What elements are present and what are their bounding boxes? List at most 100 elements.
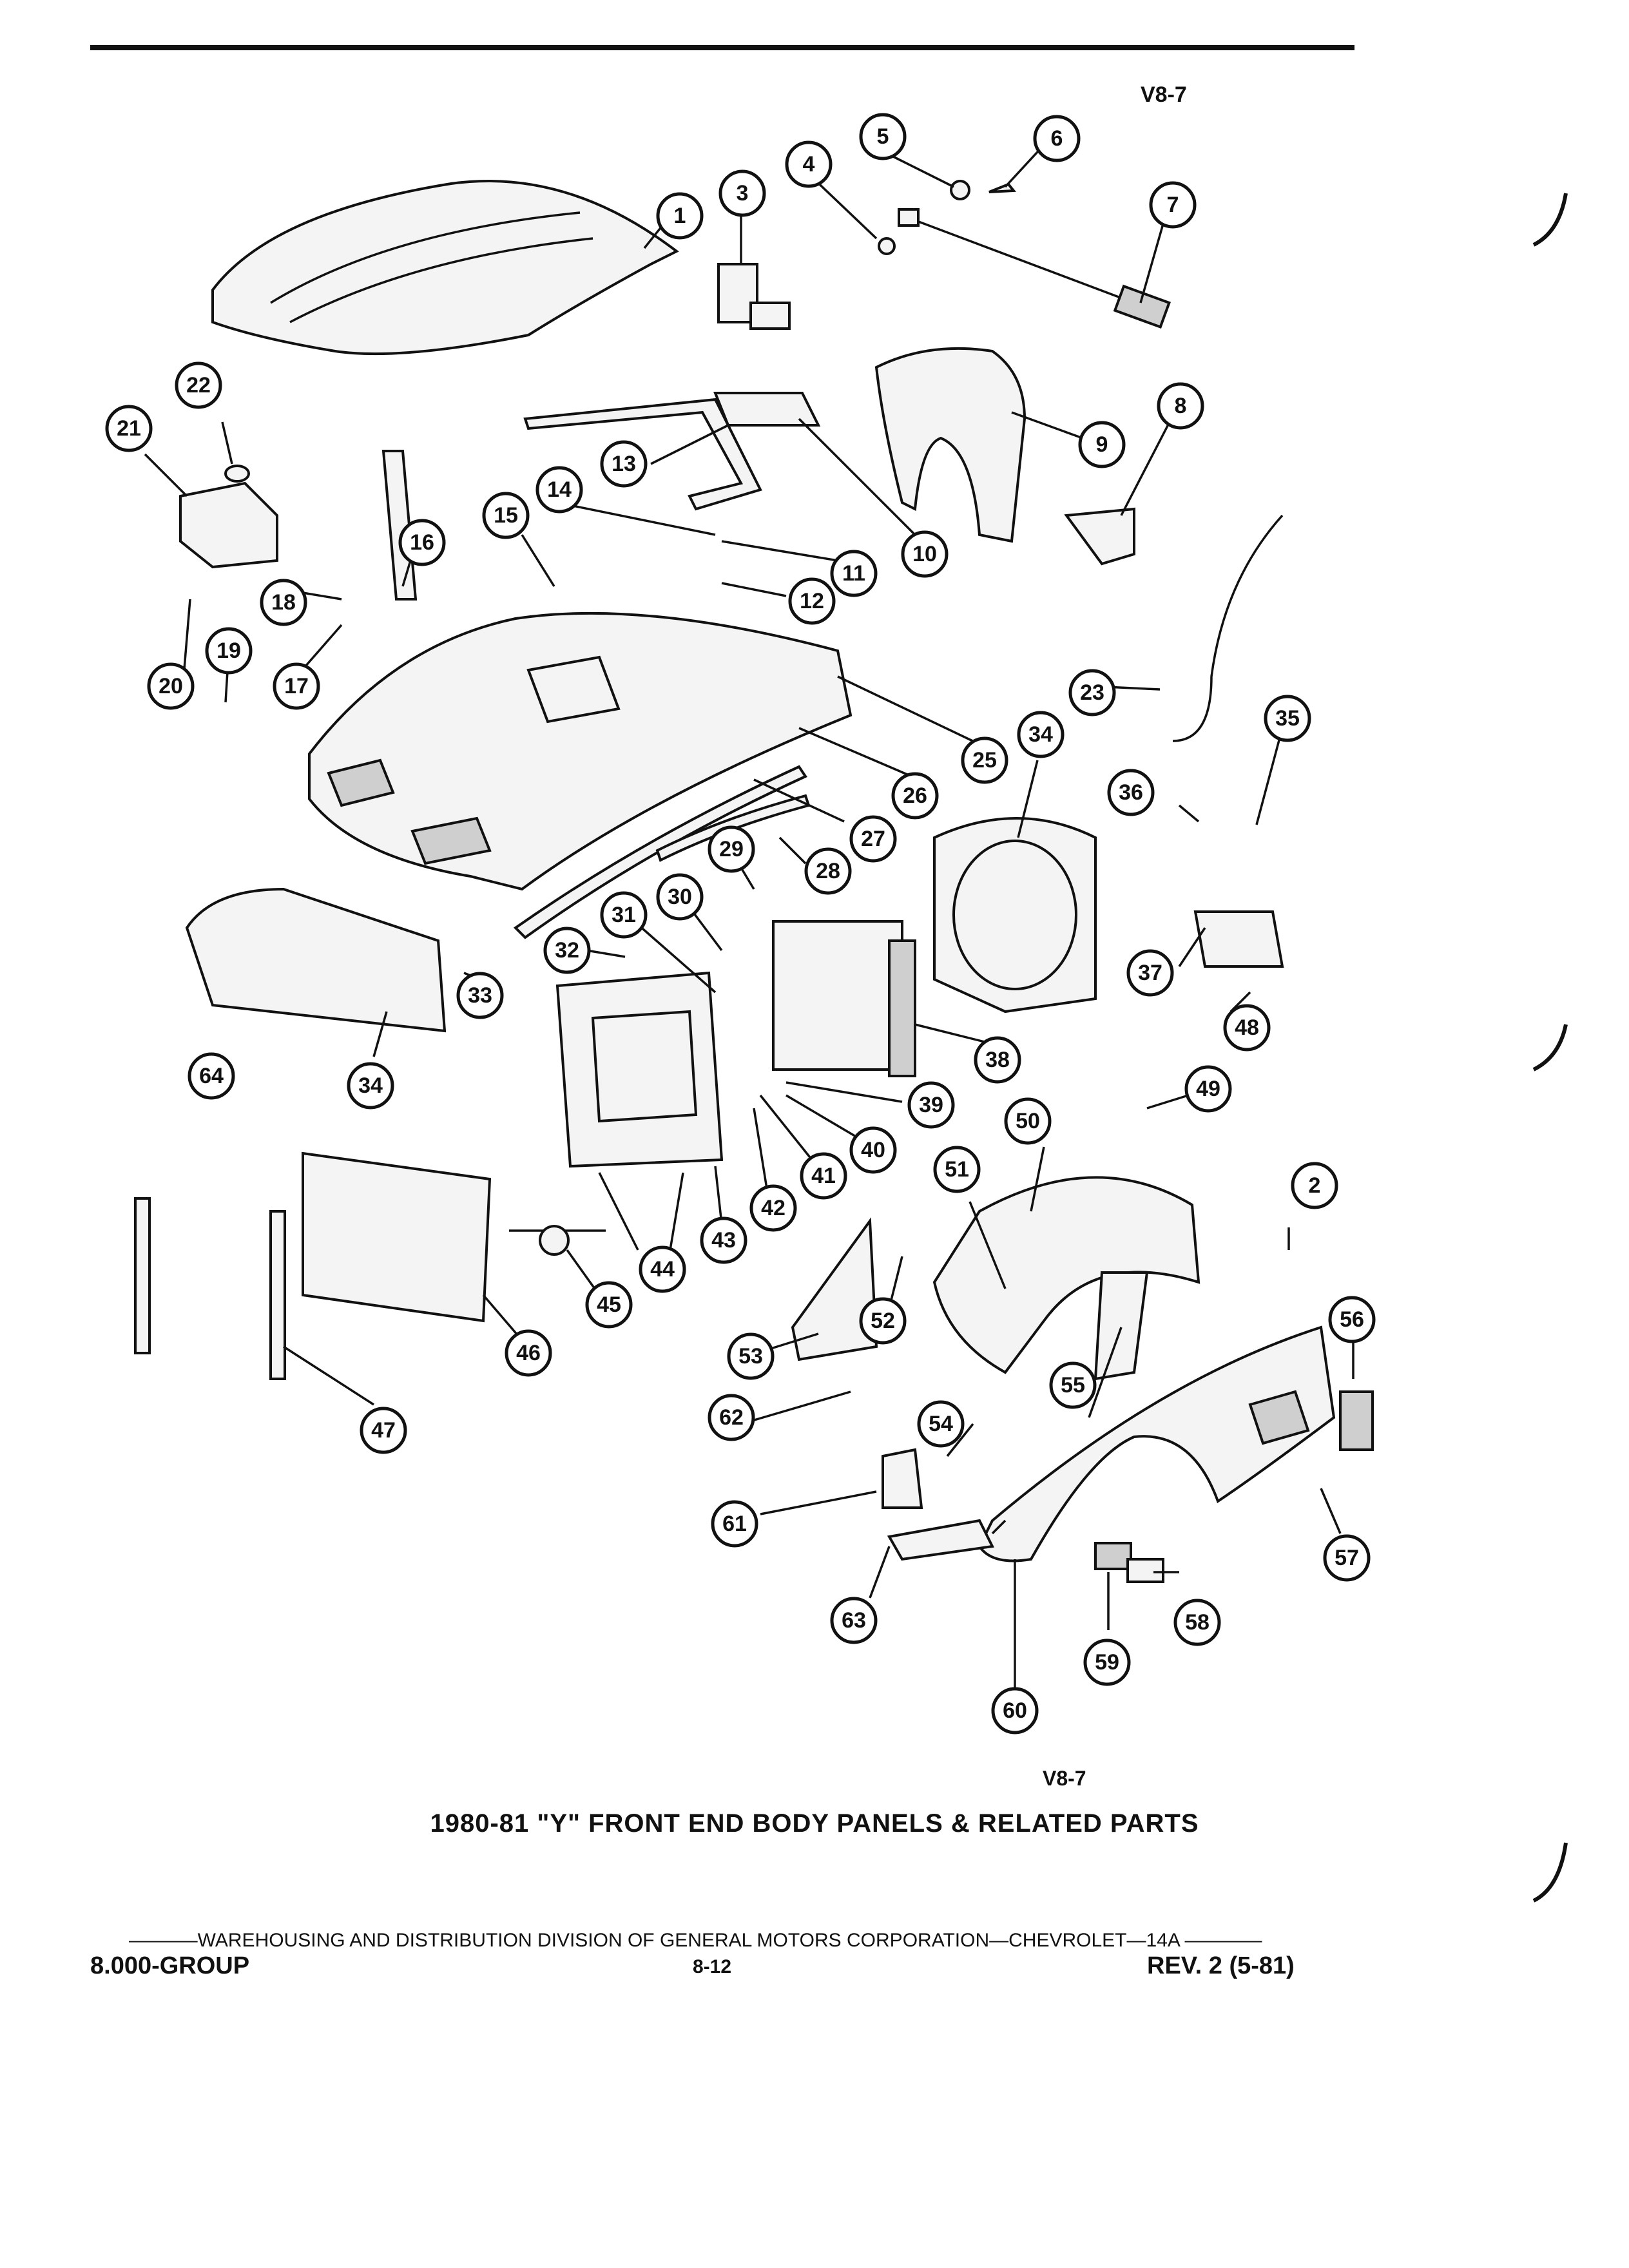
callout-marker: 19 (205, 627, 253, 675)
svg-text:36: 36 (1119, 780, 1143, 805)
callout-marker: 55 (1049, 1361, 1097, 1409)
svg-text:27: 27 (861, 827, 885, 851)
callout-marker: 41 (800, 1152, 847, 1200)
fan-shroud (933, 817, 1097, 1014)
svg-text:34: 34 (358, 1073, 383, 1098)
callout-marker: 53 (727, 1332, 775, 1380)
clip (988, 182, 1016, 193)
svg-text:10: 10 (912, 542, 937, 566)
side-bracket-2 (269, 1210, 286, 1380)
callout-marker: 45 (585, 1281, 633, 1329)
callout-marker: 4 (785, 140, 833, 188)
callout-marker: 39 (907, 1081, 955, 1129)
side-bracket (134, 1197, 151, 1354)
svg-text:12: 12 (800, 589, 824, 613)
callout-marker: 38 (974, 1036, 1021, 1084)
svg-text:1: 1 (674, 204, 686, 228)
hood-latch-bracket (713, 392, 821, 427)
weatherstrip (523, 398, 762, 511)
svg-text:26: 26 (903, 783, 927, 808)
svg-text:8: 8 (1175, 394, 1187, 418)
callout-marker: 5 (859, 113, 907, 160)
svg-text:22: 22 (186, 373, 211, 398)
callout-marker: 20 (147, 662, 195, 710)
svg-text:56: 56 (1340, 1307, 1364, 1332)
svg-text:64: 64 (199, 1064, 224, 1088)
callout-marker: 54 (917, 1400, 965, 1448)
svg-text:61: 61 (722, 1512, 747, 1536)
seal-strip (513, 765, 807, 939)
callout-marker: 46 (505, 1329, 552, 1377)
callout-marker: 50 (1004, 1097, 1052, 1145)
washer-reservoir (179, 465, 278, 569)
hose-clamp (509, 1225, 606, 1256)
diagram-code-top: V8-7 (1141, 82, 1187, 107)
svg-text:46: 46 (516, 1341, 541, 1365)
coolant-overflow-tank (1193, 910, 1284, 968)
callout-marker: 22 (175, 361, 222, 409)
callout-marker: 34 (1017, 711, 1065, 758)
callout-marker: 61 (711, 1500, 758, 1548)
svg-text:45: 45 (597, 1293, 621, 1317)
front-fender (978, 1325, 1336, 1562)
callout-marker: 40 (849, 1126, 897, 1174)
svg-text:31: 31 (612, 903, 636, 927)
callout-marker: 17 (273, 662, 320, 710)
svg-text:54: 54 (929, 1412, 953, 1436)
bumper-wire-harness (1172, 514, 1284, 742)
callout-marker: 26 (891, 772, 939, 820)
svg-text:16: 16 (410, 530, 434, 555)
hood-release-bracket (381, 450, 418, 601)
inner-wheelhouse (932, 1176, 1200, 1374)
callout-marker: 14 (535, 466, 583, 514)
svg-text:28: 28 (816, 859, 840, 883)
callout-marker: 13 (600, 440, 648, 488)
svg-text:9: 9 (1096, 432, 1108, 457)
callout-marker: 49 (1184, 1065, 1232, 1113)
callout-marker: 15 (482, 492, 530, 539)
svg-text:52: 52 (871, 1309, 895, 1333)
svg-text:40: 40 (861, 1138, 885, 1162)
callout-marker: 52 (859, 1297, 907, 1345)
callout-marker: 31 (600, 891, 648, 939)
svg-text:63: 63 (842, 1608, 866, 1633)
svg-text:42: 42 (761, 1196, 786, 1220)
callout-marker: 60 (991, 1687, 1039, 1735)
callout-marker: 33 (456, 972, 504, 1019)
svg-text:47: 47 (371, 1418, 396, 1443)
ac-condenser (302, 1151, 492, 1323)
callout-marker: 7 (1149, 181, 1197, 229)
callout-marker: 1 (656, 192, 704, 240)
callout-marker: 11 (830, 550, 878, 597)
svg-text:30: 30 (668, 885, 692, 909)
callout-marker: 29 (708, 825, 755, 873)
svg-text:19: 19 (217, 639, 241, 663)
svg-text:39: 39 (919, 1093, 943, 1117)
callout-marker: 63 (830, 1597, 878, 1644)
callout-marker: 2 (1291, 1162, 1338, 1209)
callout-marker: 59 (1083, 1639, 1131, 1686)
svg-text:33: 33 (468, 983, 492, 1008)
svg-text:50: 50 (1016, 1109, 1040, 1133)
footer-page-number: 8-12 (693, 1956, 732, 1977)
svg-text:49: 49 (1196, 1077, 1220, 1101)
callout-marker: 57 (1323, 1534, 1371, 1582)
svg-text:62: 62 (719, 1405, 744, 1430)
page-title: 1980-81 "Y" FRONT END BODY PANELS & RELA… (430, 1809, 1199, 1838)
svg-text:29: 29 (719, 837, 744, 861)
callout-marker: 28 (804, 847, 852, 895)
hood-support-rod (898, 208, 1171, 329)
callout-marker: 27 (849, 815, 897, 863)
footer-publisher-line: ———–WAREHOUSING AND DISTRIBUTION DIVISIO… (129, 1930, 1262, 1951)
svg-text:15: 15 (494, 503, 518, 528)
latch-assembly (1064, 507, 1135, 566)
callout-marker: 47 (360, 1407, 407, 1454)
callout-marker: 9 (1078, 421, 1126, 468)
svg-text:5: 5 (877, 124, 889, 149)
callout-marker: 6 (1033, 115, 1081, 162)
binder-mark (1532, 1024, 1568, 1072)
svg-text:59: 59 (1095, 1650, 1119, 1675)
callout-marker: 58 (1173, 1599, 1221, 1646)
svg-text:6: 6 (1051, 126, 1063, 151)
svg-text:44: 44 (650, 1257, 675, 1282)
